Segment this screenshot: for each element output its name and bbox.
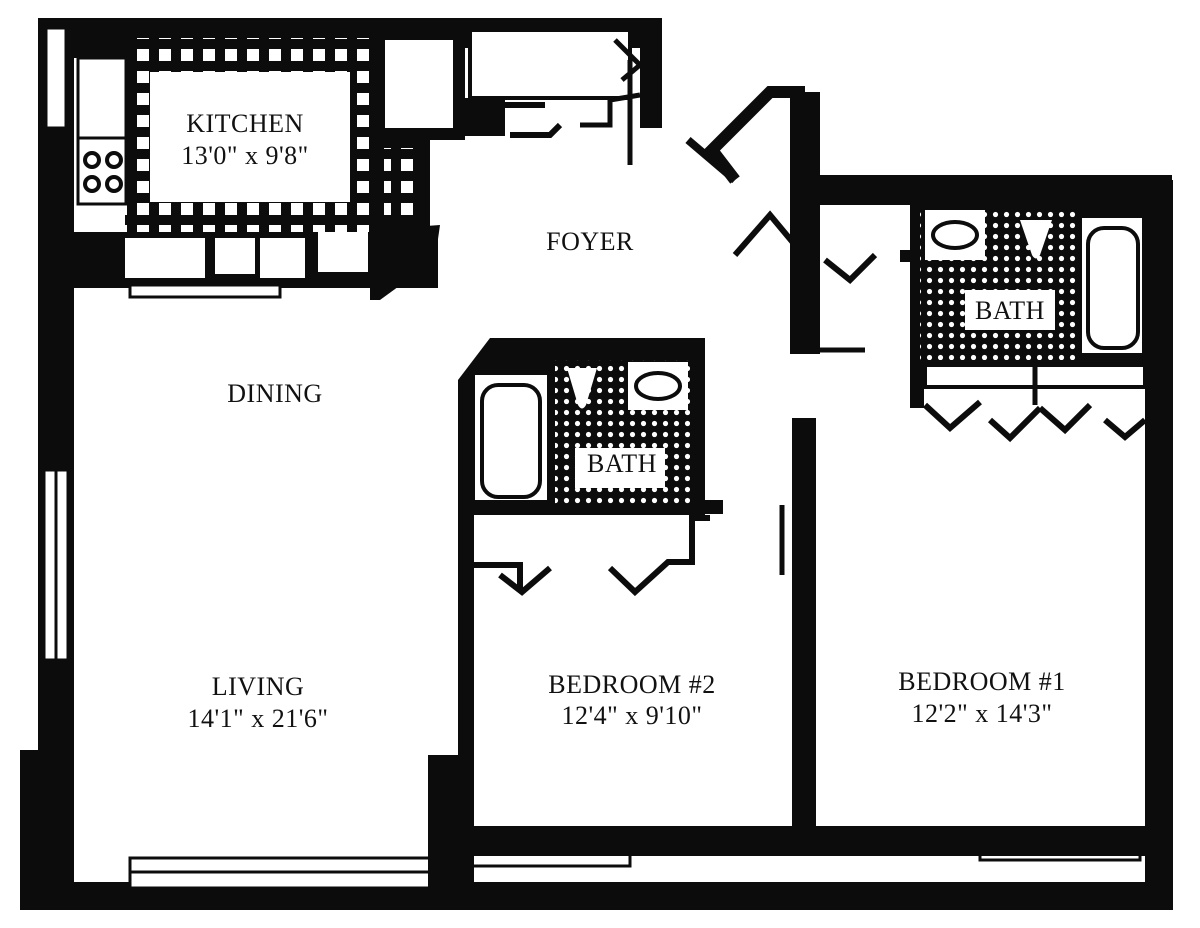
toilet-icon xyxy=(1020,220,1052,259)
bedroom-1-name: BEDROOM #1 xyxy=(898,667,1066,696)
dining-name: DINING xyxy=(227,379,322,408)
burner-icon xyxy=(83,175,101,193)
bedroom-partition xyxy=(470,418,1145,856)
living-dims: 14'1" x 21'6" xyxy=(187,704,328,733)
bath-2-name: BATH xyxy=(587,449,657,478)
exterior-walls xyxy=(20,18,1173,910)
kitchen-name: KITCHEN xyxy=(186,109,304,138)
living-name: LIVING xyxy=(212,672,305,701)
bath-2 xyxy=(428,338,723,905)
kitchen-dims: 13'0" x 9'8" xyxy=(181,141,309,170)
bath-1-name: BATH xyxy=(975,296,1045,325)
bedroom-1-dims: 12'2" x 14'3" xyxy=(911,699,1052,728)
burner-icon xyxy=(83,151,101,169)
entry-door xyxy=(685,86,805,184)
bathtub-icon xyxy=(480,383,542,499)
bedroom-2-name: BEDROOM #2 xyxy=(548,670,716,699)
bathtub-icon xyxy=(1086,226,1140,350)
bath-1 xyxy=(900,200,1147,443)
burner-icon xyxy=(105,175,123,193)
foyer-name: FOYER xyxy=(546,227,634,256)
sink-icon xyxy=(634,371,682,401)
foyer-closet xyxy=(732,210,878,353)
toilet-icon xyxy=(567,368,597,409)
burner-icon xyxy=(105,151,123,169)
kitchen xyxy=(68,28,644,300)
bedroom-2-dims: 12'4" x 9'10" xyxy=(561,701,702,730)
sink-icon xyxy=(931,220,979,250)
